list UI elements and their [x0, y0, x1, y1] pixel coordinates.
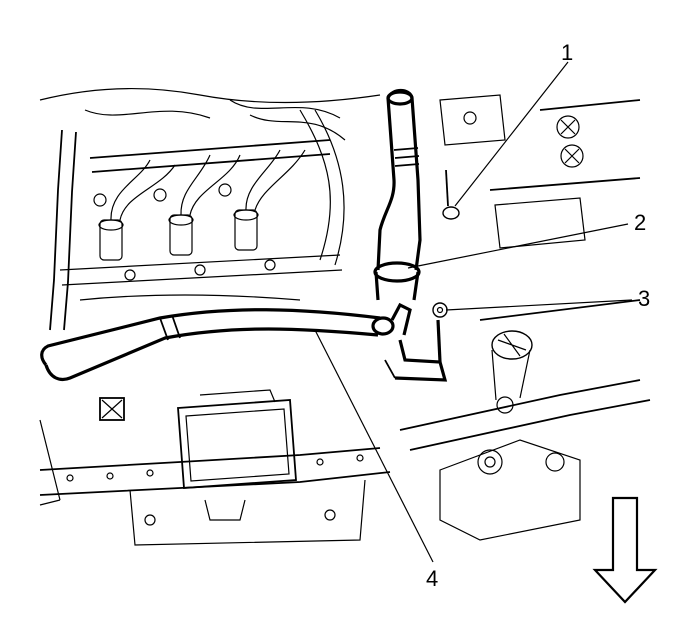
right-panel — [399, 299, 651, 541]
control-module — [177, 389, 297, 489]
down-arrow-icon — [592, 496, 658, 604]
callout-3: 3 — [638, 286, 650, 311]
engine-background — [39, 88, 381, 331]
hose-assembly — [40, 88, 460, 382]
callout-2: 2 — [634, 210, 646, 235]
callout-4: 4 — [426, 566, 438, 591]
battery — [439, 94, 641, 249]
reservoir-cap — [491, 330, 533, 401]
lower-frame — [39, 419, 391, 546]
callout-leaders — [314, 61, 633, 563]
callout-1: 1 — [561, 40, 573, 65]
connector-box — [99, 397, 125, 421]
